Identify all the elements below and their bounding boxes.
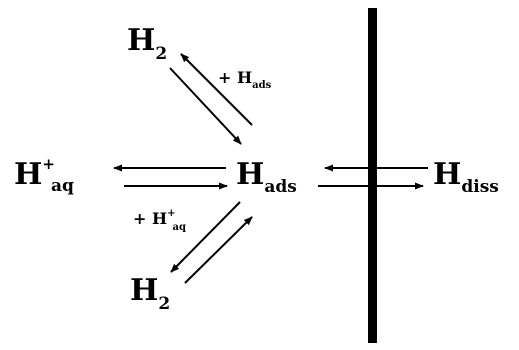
- arrow-h2-bottom-to-hads: [184, 216, 253, 284]
- h2-top-label: H2: [127, 23, 167, 64]
- arrow-h2-top-to-hads: [169, 67, 242, 145]
- arrow-hads-to-h2-top: [180, 53, 253, 126]
- h-diss-label: Hdiss: [433, 157, 499, 197]
- arrow-hads-to-h2-bottom: [170, 201, 241, 273]
- h-aq-label: H+aq: [14, 155, 74, 196]
- h2-bottom-label: H2: [130, 273, 170, 314]
- upper-reaction-label: + Hads: [218, 68, 272, 91]
- lower-reaction-label: + H+aq: [133, 208, 186, 233]
- membrane-wall: [368, 8, 377, 343]
- h-ads-label: Hads: [236, 157, 297, 197]
